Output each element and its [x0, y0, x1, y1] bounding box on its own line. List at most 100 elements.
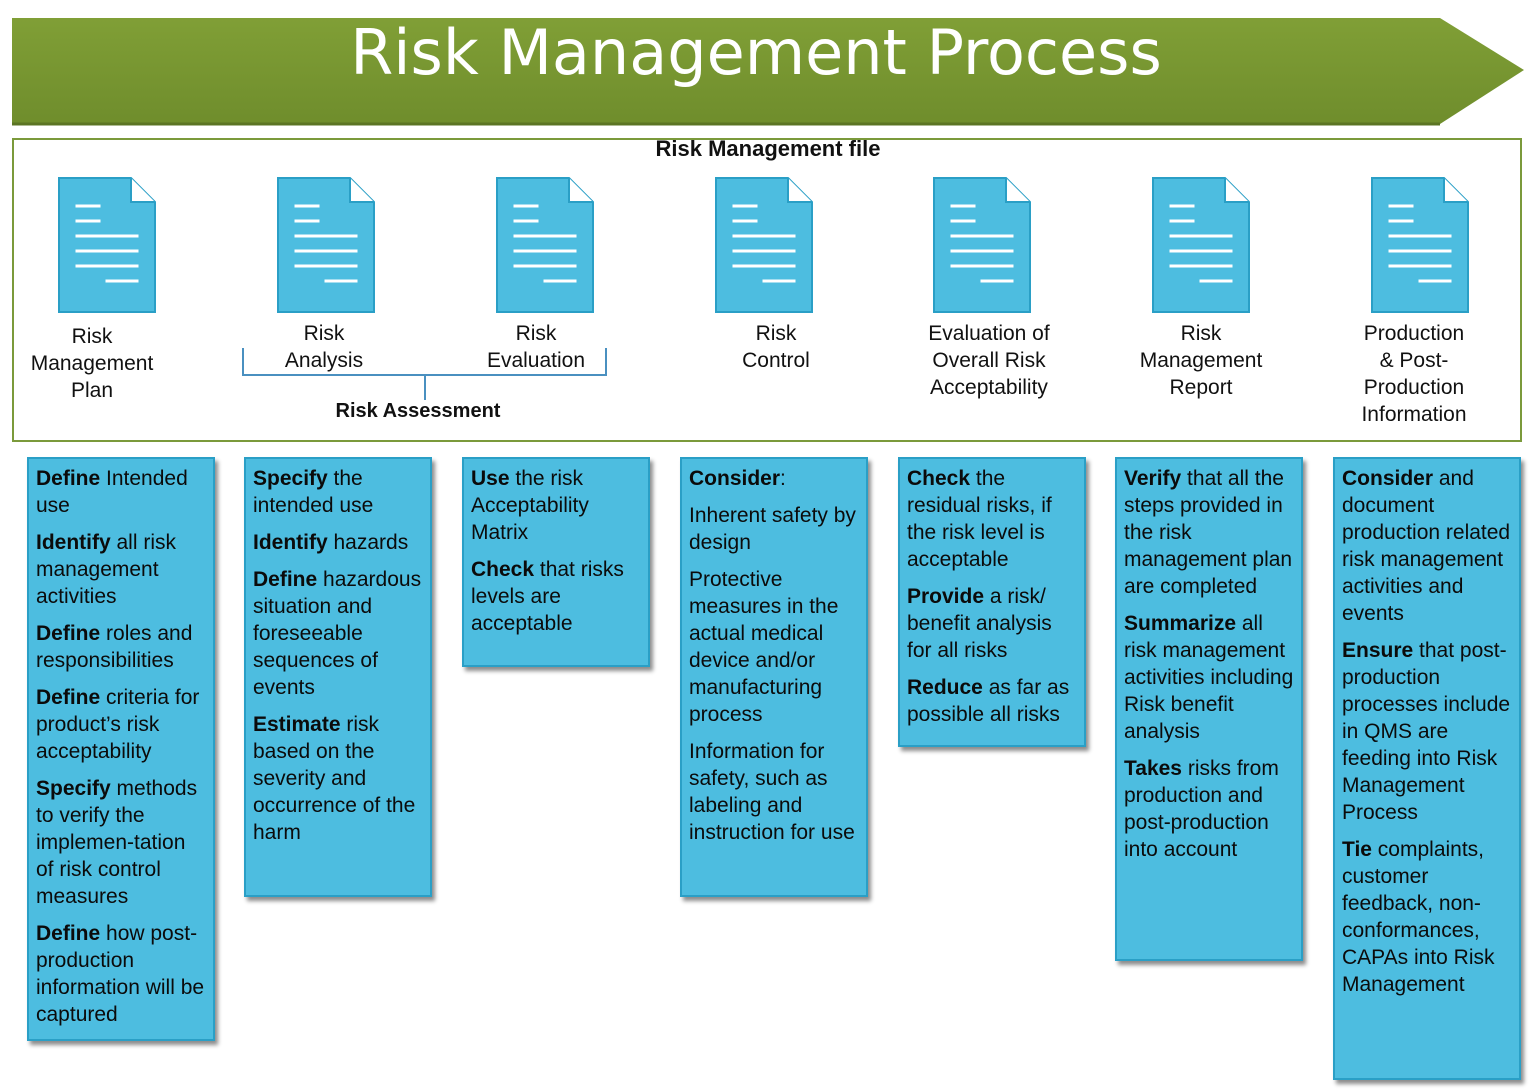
task-item: Define how post-production information w… — [36, 920, 207, 1028]
task-text: the residual risks, if the risk level is… — [907, 467, 1052, 571]
task-item: Information for safety, such as labeling… — [689, 738, 860, 846]
task-item: Ensure that post-production processes in… — [1342, 637, 1513, 826]
task-item: Consider and document production related… — [1342, 465, 1513, 627]
task-item: Protective measures in the actual medica… — [689, 566, 860, 728]
task-verb: Verify — [1124, 467, 1182, 490]
task-item: Use the risk Acceptability Matrix — [471, 465, 642, 546]
task-item: Identify hazards — [253, 529, 424, 556]
task-box-production: Consider and document production related… — [1333, 457, 1521, 1080]
step-label-control: Risk Control — [742, 322, 810, 372]
step-label-plan: Risk Management Plan — [30, 325, 154, 402]
step-label-production: Production & Post- Production Informatio… — [1361, 322, 1467, 426]
document-icon-production — [1370, 176, 1470, 314]
task-item: Define Intended use — [36, 465, 207, 519]
task-text: criteria for product’s risk acceptabilit… — [36, 686, 200, 763]
task-text: hazardous situation and foreseeable sequ… — [253, 568, 422, 699]
task-verb: Consider — [689, 467, 781, 490]
task-verb: Tie — [1342, 838, 1372, 861]
task-item: Specify methods to verify the implemen-t… — [36, 775, 207, 910]
task-verb: Define — [36, 686, 101, 709]
task-verb: Identify — [253, 531, 328, 554]
task-verb: Identify — [36, 531, 111, 554]
task-text: that post-production processes include i… — [1342, 639, 1511, 824]
task-text: roles and responsibilities — [36, 622, 193, 672]
task-box-report: Verify that all the steps provided in th… — [1115, 457, 1303, 961]
task-item: Provide a risk/ benefit analysis for all… — [907, 583, 1078, 664]
task-item: Define criteria for product’s risk accep… — [36, 684, 207, 765]
task-verb: Estimate — [253, 713, 341, 736]
task-item: Reduce as far as possible all risks — [907, 674, 1078, 728]
task-text: and document production related risk man… — [1342, 467, 1511, 625]
task-verb: Define — [253, 568, 318, 591]
document-icon-report — [1151, 176, 1251, 314]
task-text: risk based on the severity and occurrenc… — [253, 713, 416, 844]
task-item: Check the residual risks, if the risk le… — [907, 465, 1078, 573]
risk-assessment-label: Risk Assessment — [335, 400, 501, 422]
task-text: how post-production information will be … — [36, 922, 205, 1026]
document-icon-analysis — [276, 176, 376, 314]
task-verb: Reduce — [907, 676, 983, 699]
task-verb: Specify — [253, 467, 328, 490]
task-text: Protective measures in the actual medica… — [689, 568, 839, 726]
task-text: Intended use — [36, 467, 188, 517]
task-verb: Specify — [36, 777, 111, 800]
step-label-report: Risk Management Report — [1139, 322, 1263, 399]
task-text: complaints, customer feedback, non-confo… — [1342, 838, 1495, 996]
task-box-overall-evaluation: Check the residual risks, if the risk le… — [898, 457, 1086, 747]
task-text: that all the steps provided in the risk … — [1124, 467, 1293, 598]
task-text: methods to verify the implemen-tation of… — [36, 777, 198, 908]
task-item: Summarize all risk management activities… — [1124, 610, 1295, 745]
task-verb: Takes — [1124, 757, 1182, 780]
task-text: the risk Acceptability Matrix — [471, 467, 589, 544]
task-item: Check that risks levels are acceptable — [471, 556, 642, 637]
document-icon-plan — [57, 176, 157, 314]
task-text: all risk management activities — [36, 531, 177, 608]
task-item: Inherent safety by design — [689, 502, 860, 556]
task-verb: Provide — [907, 585, 985, 608]
task-verb: Define — [36, 467, 101, 490]
task-item: Specify the intended use — [253, 465, 424, 519]
risk-management-file-frame — [12, 138, 1522, 442]
task-text: : — [780, 467, 786, 490]
task-text: a risk/ benefit analysis for all risks — [907, 585, 1052, 662]
document-icon-evaluation — [495, 176, 595, 314]
assessment-bracket — [242, 348, 607, 400]
task-item: Identify all risk management activities — [36, 529, 207, 610]
banner-arrow-shape — [12, 18, 1524, 126]
task-text: hazards — [327, 531, 409, 554]
task-text: Information for safety, such as labeling… — [689, 740, 855, 844]
task-item: Verify that all the steps provided in th… — [1124, 465, 1295, 600]
task-verb: Consider — [1342, 467, 1434, 490]
task-verb: Check — [907, 467, 971, 490]
task-item: Estimate risk based on the severity and … — [253, 711, 424, 846]
step-label-evaluation: Risk Evaluation — [486, 322, 586, 372]
task-text: the intended use — [253, 467, 374, 517]
task-verb: Define — [36, 622, 101, 645]
task-item: Consider: — [689, 465, 860, 492]
title-banner — [12, 18, 1526, 126]
task-item: Tie complaints, customer feedback, non-c… — [1342, 836, 1513, 998]
task-verb: Ensure — [1342, 639, 1414, 662]
page-title: Risk Management Process — [350, 16, 1162, 89]
task-text: all risk management activities including… — [1124, 612, 1294, 743]
task-text: that risks levels are acceptable — [471, 558, 624, 635]
task-verb: Summarize — [1124, 612, 1237, 635]
task-item: Takes risks from production and post-pro… — [1124, 755, 1295, 863]
file-title: Risk Management file — [655, 136, 881, 161]
step-label-overall-evaluation: Evaluation of Overall Risk Acceptability — [928, 322, 1050, 399]
task-verb: Check — [471, 558, 535, 581]
document-icon-control — [714, 176, 814, 314]
document-icon-overall-evaluation — [932, 176, 1032, 314]
task-text: as far as possible all risks — [907, 676, 1070, 726]
task-item: Define roles and responsibilities — [36, 620, 207, 674]
task-text: risks from production and post-productio… — [1124, 757, 1279, 861]
task-verb: Define — [36, 922, 101, 945]
task-text: Inherent safety by design — [689, 504, 856, 554]
step-label-analysis: Risk Analysis — [284, 322, 364, 372]
task-verb: Use — [471, 467, 510, 490]
task-item: Define hazardous situation and foreseeab… — [253, 566, 424, 701]
